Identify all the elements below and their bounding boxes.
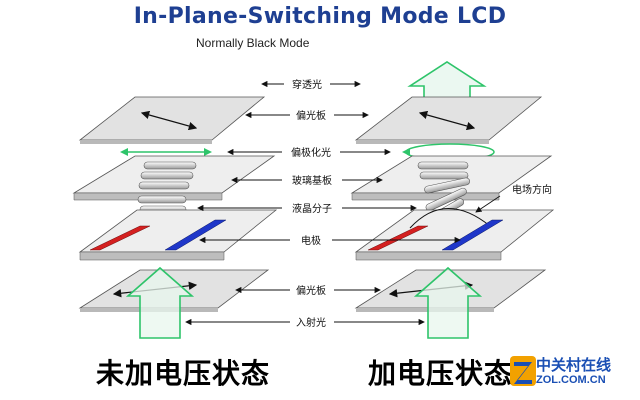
label-row-lc-molecules: 液晶分子 bbox=[197, 202, 417, 215]
caption-no-voltage: 未加电压状态 bbox=[96, 357, 271, 390]
page-subtitle: Normally Black Mode bbox=[196, 36, 310, 50]
top-polarizer-left bbox=[78, 96, 266, 144]
label-incident-light: 入射光 bbox=[296, 316, 326, 329]
right-stack bbox=[350, 61, 555, 339]
label-row-glass-substrate: 玻璃基板 bbox=[231, 174, 383, 187]
incident-light-arrow-right bbox=[413, 266, 483, 339]
label-polarizer-bottom: 偏光板 bbox=[296, 284, 326, 297]
electrode-blue-left bbox=[164, 219, 227, 251]
label-row-transmitted-light: 穿透光 bbox=[261, 78, 361, 91]
label-lc-molecules: 液晶分子 bbox=[292, 202, 332, 215]
label-row-incident-light: 入射光 bbox=[185, 316, 425, 329]
electrode-red-left bbox=[89, 225, 151, 251]
center-labels: 穿透光 偏光板 偏极化光 玻璃基板 液晶分子 bbox=[185, 78, 552, 329]
label-glass-substrate: 玻璃基板 bbox=[292, 174, 332, 187]
field-arc bbox=[409, 208, 491, 229]
label-row-field-direction: 电场方向 bbox=[475, 183, 552, 213]
label-row-polarizer-top: 偏光板 bbox=[245, 109, 369, 122]
bottom-glass-right bbox=[354, 208, 555, 261]
label-polarizer-top: 偏光板 bbox=[296, 109, 326, 122]
zol-logo-icon bbox=[510, 356, 536, 386]
watermark-name-en: ZOL.COM.CN bbox=[536, 374, 606, 386]
left-stack bbox=[72, 96, 278, 339]
polarized-light-arrow-left bbox=[120, 148, 212, 156]
incident-light-arrow-left bbox=[125, 266, 195, 339]
label-field-direction: 电场方向 bbox=[512, 183, 552, 196]
top-polarizer-right bbox=[354, 96, 543, 144]
watermark bbox=[508, 352, 628, 392]
bottom-glass-left bbox=[78, 209, 278, 261]
electrode-red-right bbox=[367, 225, 429, 251]
watermark-name-cn: 中关村在线 bbox=[536, 356, 612, 374]
label-polarized-light: 偏极化光 bbox=[291, 146, 331, 159]
label-row-electrode: 电极 bbox=[199, 234, 461, 247]
label-row-polarizer-bottom: 偏光板 bbox=[235, 284, 381, 297]
page-title: In-Plane-Switching Mode LCD bbox=[133, 4, 507, 29]
label-row-polarized-light: 偏极化光 bbox=[227, 146, 391, 159]
label-electrode: 电极 bbox=[301, 234, 321, 247]
caption-voltage-applied: 加电压状态 bbox=[368, 357, 514, 390]
label-transmitted-light: 穿透光 bbox=[292, 78, 322, 91]
